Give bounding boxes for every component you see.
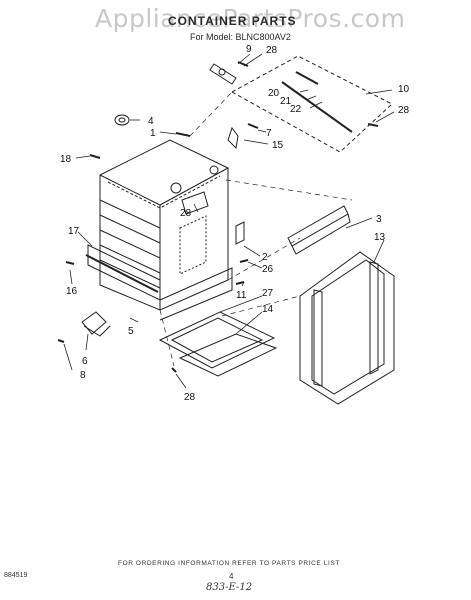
callout-1: 1 bbox=[150, 128, 156, 139]
door-handle-lower bbox=[158, 311, 278, 377]
mounting-bracket bbox=[57, 311, 177, 373]
callout-14: 14 bbox=[262, 304, 274, 315]
top-bracket-assembly bbox=[209, 55, 393, 153]
document-id: 884519 bbox=[4, 572, 28, 579]
callout-13: 13 bbox=[374, 232, 386, 243]
page-number: 4 bbox=[229, 572, 234, 581]
callout-16: 16 bbox=[66, 286, 78, 297]
callout-9: 9 bbox=[246, 44, 252, 55]
ordering-note: FOR ORDERING INFORMATION REFER TO PARTS … bbox=[118, 560, 340, 567]
callout-2: 2 bbox=[262, 252, 268, 263]
callout-28: 28 bbox=[180, 208, 192, 219]
callout-11: 11 bbox=[236, 290, 247, 301]
door-gasket-frame bbox=[299, 251, 395, 405]
container-body bbox=[85, 139, 233, 321]
callout-28: 28 bbox=[184, 392, 196, 403]
callout-26: 26 bbox=[262, 264, 274, 275]
model-line: For Model: BLNC800AV2 bbox=[190, 32, 291, 42]
callout-3: 3 bbox=[376, 214, 382, 225]
hinge-parts bbox=[65, 221, 249, 285]
diagram-title: CONTAINER PARTS bbox=[168, 14, 297, 28]
callout-5: 5 bbox=[128, 326, 134, 337]
handwritten-code: 833-E-12 bbox=[206, 582, 253, 593]
callout-8: 8 bbox=[80, 370, 86, 381]
callout-6: 6 bbox=[82, 356, 88, 367]
door-handle-upper bbox=[287, 205, 351, 255]
leader-lines bbox=[63, 53, 395, 389]
callout-7: 7 bbox=[266, 128, 272, 139]
watermark: AppliancePartsPros.com bbox=[95, 4, 406, 33]
callout-18: 18 bbox=[60, 154, 72, 165]
callout-10: 10 bbox=[398, 84, 410, 95]
callout-21: 21 bbox=[280, 96, 292, 107]
callout-20: 20 bbox=[268, 88, 280, 99]
callout-15: 15 bbox=[272, 140, 284, 151]
callout-4: 4 bbox=[148, 116, 154, 127]
callout-22: 22 bbox=[290, 104, 302, 115]
callout-28: 28 bbox=[398, 105, 410, 116]
callout-27: 27 bbox=[262, 288, 274, 299]
callout-labels: 9 28 10 28 20 21 22 4 1 7 15 18 3 13 28 … bbox=[60, 44, 410, 403]
callout-17: 17 bbox=[68, 226, 80, 237]
callout-28: 28 bbox=[266, 45, 278, 56]
alignment-lines bbox=[159, 91, 353, 367]
